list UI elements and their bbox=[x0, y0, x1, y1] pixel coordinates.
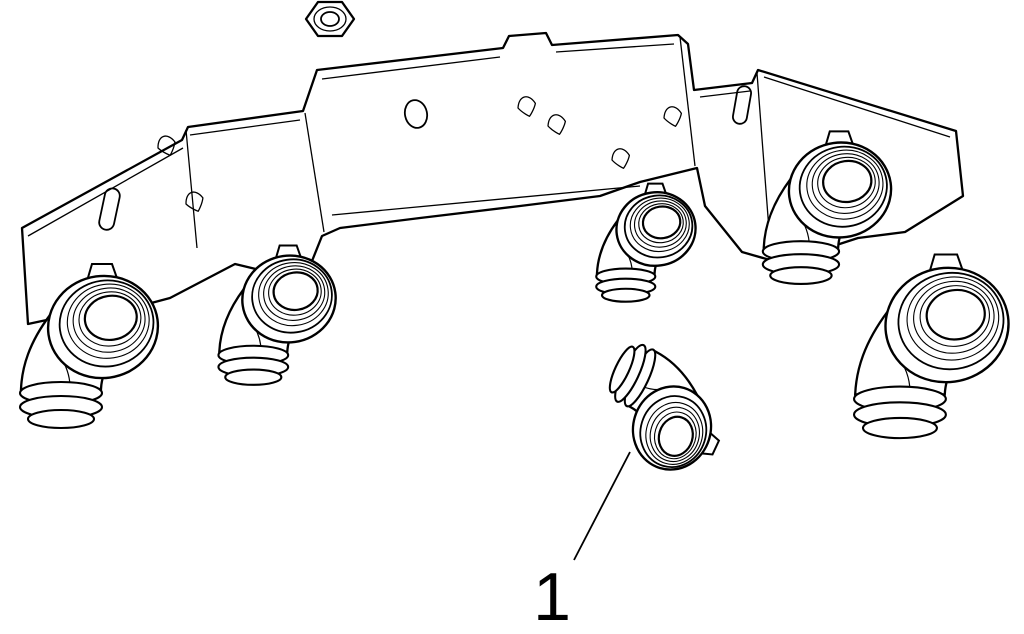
bracket-fold-line bbox=[185, 129, 198, 249]
bracket-slot bbox=[98, 187, 121, 231]
bracket-dimple bbox=[157, 135, 176, 156]
elbow-fitting-right-outer bbox=[852, 253, 1018, 440]
bracket-edge-line bbox=[189, 119, 301, 136]
bracket-dimple bbox=[611, 148, 631, 169]
bracket-edge-line bbox=[555, 43, 675, 53]
bracket-fold-line bbox=[304, 112, 325, 233]
bracket-dimple bbox=[517, 96, 537, 117]
elbow-fitting-center bbox=[595, 182, 702, 303]
bracket-fold-line bbox=[679, 36, 696, 167]
bracket-edge-line bbox=[699, 90, 751, 98]
mounting-bracket bbox=[20, 31, 965, 326]
bracket-dimple bbox=[547, 114, 567, 135]
hex-nut bbox=[304, 0, 356, 38]
bracket-edge-line bbox=[763, 76, 951, 138]
bracket-dimple bbox=[663, 106, 683, 127]
elbow-fitting-left-inner bbox=[217, 244, 343, 386]
bracket-hole bbox=[403, 99, 429, 129]
callout-label: 1 bbox=[533, 559, 571, 634]
bracket-fold-line bbox=[331, 185, 641, 216]
bracket-slot bbox=[732, 85, 752, 125]
callout-leader-line bbox=[573, 451, 631, 561]
bracket-dimple bbox=[185, 191, 204, 212]
elbow-fitting-detached bbox=[581, 337, 743, 492]
bracket-edge-line bbox=[321, 56, 501, 80]
